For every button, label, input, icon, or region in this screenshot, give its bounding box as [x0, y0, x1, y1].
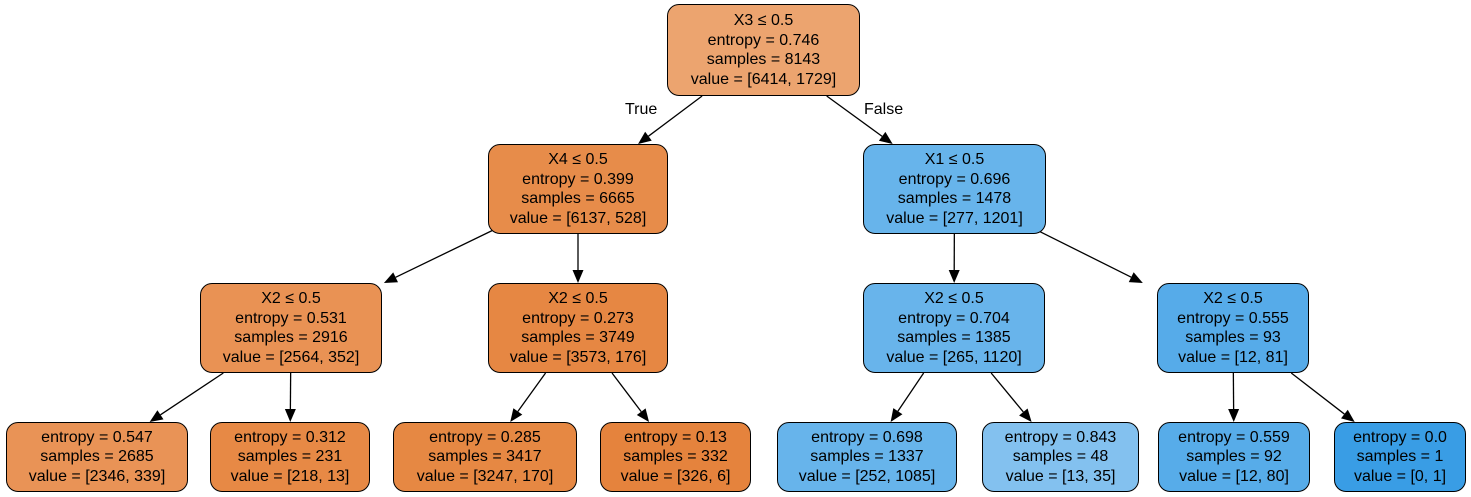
tree-edge-arrowhead — [1341, 409, 1355, 422]
tree-node-root: X3 ≤ 0.5 entropy = 0.746 samples = 8143 … — [667, 4, 860, 96]
tree-edge-arrowhead — [890, 408, 903, 422]
tree-edge-arrowhead — [284, 408, 296, 422]
tree-leaf-node: entropy = 0.312 samples = 231 value = [2… — [210, 422, 370, 492]
tree-node: X1 ≤ 0.5 entropy = 0.696 samples = 1478 … — [863, 144, 1046, 234]
node-split: X3 ≤ 0.5 — [733, 12, 794, 29]
node-entropy: entropy = 0.843 — [1004, 428, 1117, 446]
tree-edge-arrowhead — [510, 408, 523, 422]
node-entropy: entropy = 0.696 — [898, 170, 1011, 188]
node-samples: samples = 6665 — [521, 190, 635, 207]
tree-edge-arrowhead — [638, 131, 652, 144]
false-edge-label: False — [864, 101, 904, 118]
tree-edge-arrowhead — [149, 410, 164, 422]
tree-edge-arrowhead — [878, 131, 893, 144]
tree-node: X2 ≤ 0.5 entropy = 0.704 samples = 1385 … — [863, 283, 1045, 373]
node-split: X2 ≤ 0.5 — [1203, 290, 1263, 307]
node-samples: samples = 92 — [1186, 448, 1282, 466]
tree-edge — [160, 372, 224, 416]
node-entropy: entropy = 0.555 — [1177, 309, 1289, 327]
tree-edge-arrowhead — [636, 408, 650, 422]
tree-edge — [897, 372, 925, 412]
node-entropy: entropy = 0.698 — [811, 428, 923, 446]
tree-node: X2 ≤ 0.5 entropy = 0.531 samples = 2916 … — [200, 283, 382, 373]
node-samples: samples = 3749 — [521, 329, 635, 346]
node-samples: samples = 3417 — [428, 448, 542, 466]
tree-edge — [517, 372, 547, 412]
tree-leaf-node: entropy = 0.698 samples = 1337 value = [… — [777, 422, 957, 492]
tree-edge — [611, 372, 642, 413]
node-samples: samples = 1385 — [897, 329, 1011, 346]
tree-edge-arrowhead — [1228, 408, 1240, 422]
node-entropy: entropy = 0.13 — [624, 428, 727, 446]
node-entropy: entropy = 0.746 — [707, 31, 820, 49]
tree-edge-arrowhead — [1128, 272, 1143, 283]
node-entropy: entropy = 0.399 — [522, 170, 634, 188]
node-value: value = [6137, 528] — [509, 209, 647, 227]
node-value: value = [3573, 176] — [509, 348, 647, 366]
node-split: X2 ≤ 0.5 — [924, 290, 984, 307]
tree-leaf-node: entropy = 0.0 samples = 1 value = [0, 1] — [1334, 422, 1466, 492]
node-value: value = [2564, 352] — [222, 348, 360, 366]
tree-edge — [1290, 372, 1345, 415]
node-value: value = [6414, 1729] — [690, 70, 837, 88]
node-value: value = [277, 1201] — [886, 209, 1023, 227]
node-samples: samples = 48 — [1012, 448, 1109, 466]
true-edge-label: True — [625, 101, 658, 118]
tree-node: X4 ≤ 0.5 entropy = 0.399 samples = 6665 … — [488, 144, 668, 234]
node-value: value = [265, 1120] — [886, 348, 1022, 366]
tree-edge — [395, 227, 499, 278]
tree-leaf-node: entropy = 0.13 samples = 332 value = [32… — [600, 422, 751, 492]
node-split: X1 ≤ 0.5 — [924, 151, 985, 168]
node-entropy: entropy = 0.547 — [41, 428, 153, 446]
tree-edge-arrowhead — [572, 270, 584, 283]
tree-leaf-node: entropy = 0.285 samples = 3417 value = [… — [393, 422, 577, 492]
node-samples: samples = 2916 — [234, 329, 348, 346]
node-split: X4 ≤ 0.5 — [548, 151, 608, 168]
node-samples: samples = 8143 — [706, 51, 821, 68]
node-value: value = [0, 1] — [1353, 467, 1447, 485]
node-entropy: entropy = 0.559 — [1178, 428, 1290, 446]
node-value: value = [218, 13] — [230, 467, 350, 485]
tree-leaf-node: entropy = 0.547 samples = 2685 value = [… — [6, 422, 188, 492]
tree-edge-arrowhead — [383, 272, 399, 283]
node-entropy: entropy = 0.312 — [234, 428, 346, 446]
node-value: value = [13, 35] — [1005, 467, 1116, 485]
node-split: X2 ≤ 0.5 — [261, 290, 321, 307]
tree-edge — [990, 372, 1024, 413]
node-samples: samples = 332 — [623, 448, 728, 466]
node-entropy: entropy = 0.0 — [1353, 428, 1447, 446]
node-split: X2 ≤ 0.5 — [548, 290, 608, 307]
node-entropy: entropy = 0.273 — [522, 309, 634, 327]
tree-edge — [826, 95, 883, 137]
node-samples: samples = 1478 — [897, 190, 1012, 207]
node-samples: samples = 93 — [1185, 329, 1281, 346]
tree-edge — [1035, 229, 1132, 278]
node-value: value = [12, 81] — [1178, 348, 1288, 366]
node-samples: samples = 1 — [1356, 448, 1444, 466]
node-entropy: entropy = 0.531 — [235, 309, 347, 327]
node-value: value = [326, 6] — [620, 467, 731, 485]
node-value: value = [3247, 170] — [416, 467, 554, 485]
tree-leaf-node: entropy = 0.843 samples = 48 value = [13… — [982, 422, 1139, 492]
tree-node: X2 ≤ 0.5 entropy = 0.273 samples = 3749 … — [488, 283, 668, 373]
node-samples: samples = 2685 — [40, 448, 154, 466]
tree-edge-arrowhead — [948, 269, 960, 283]
node-samples: samples = 1337 — [810, 448, 924, 466]
node-value: value = [252, 1085] — [798, 467, 936, 485]
node-entropy: entropy = 0.704 — [898, 309, 1010, 327]
tree-leaf-node: entropy = 0.559 samples = 92 value = [12… — [1158, 422, 1310, 492]
node-samples: samples = 231 — [237, 448, 343, 466]
tree-node: X2 ≤ 0.5 entropy = 0.555 samples = 93 va… — [1157, 283, 1309, 373]
tree-edge-arrowhead — [1019, 408, 1032, 422]
node-value: value = [12, 80] — [1179, 467, 1289, 485]
node-entropy: entropy = 0.285 — [429, 428, 541, 446]
tree-edge — [648, 95, 703, 137]
node-value: value = [2346, 339] — [28, 467, 166, 485]
